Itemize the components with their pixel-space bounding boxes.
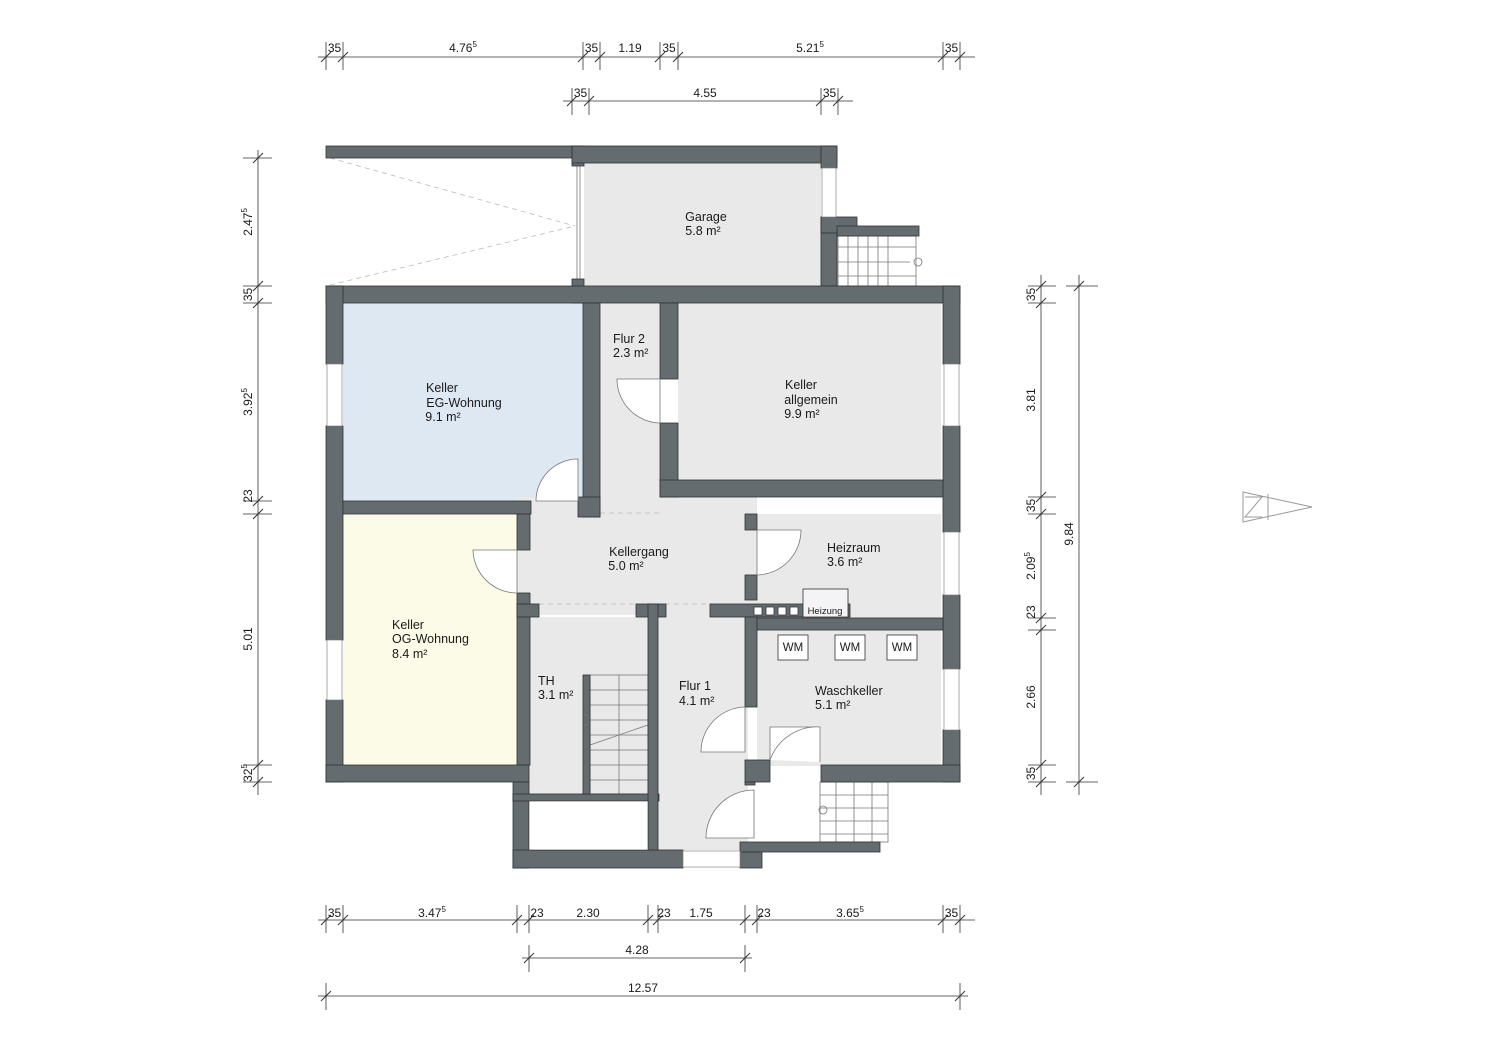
room-garage-name: Garage xyxy=(685,210,727,224)
dimension-chain-right: 35 3.81 35 2.095 23 2.66 35 xyxy=(1023,275,1056,795)
dim-right-total: 9.84 xyxy=(1062,522,1076,546)
dim-bottom1-1: 3.475 xyxy=(418,905,446,920)
room-keller-eg-name: Keller xyxy=(426,381,458,395)
dim-left-4: 5.01 xyxy=(241,627,255,651)
dim-top1-2: 35 xyxy=(585,41,599,55)
dim-top1-5: 5.215 xyxy=(796,40,824,55)
dimension-chain-bottom-3: 12.57 xyxy=(318,981,968,1010)
opening-lines xyxy=(530,512,710,605)
floor-kellergang xyxy=(517,497,757,615)
doors xyxy=(472,378,821,839)
dim-bottom1-3: 2.30 xyxy=(576,906,600,920)
room-keller-allgemein-area: 9.9 m² xyxy=(784,407,819,421)
dim-left-0: 2.475 xyxy=(240,208,255,236)
room-keller-allgemein-name: Keller xyxy=(785,378,817,392)
dim-left-2: 3.925 xyxy=(240,388,255,416)
washing-machine-1 xyxy=(777,634,809,661)
room-waschkeller-area: 5.1 m² xyxy=(815,698,850,712)
dim-left-5: 325 xyxy=(240,764,255,782)
dim-top2-2: 35 xyxy=(823,86,837,100)
chimney-vents xyxy=(753,606,799,616)
room-flur2-area: 2.3 m² xyxy=(613,346,648,360)
dim-bottom2: 4.28 xyxy=(625,943,649,957)
floor-garage xyxy=(584,163,821,286)
dimension-chain-right-total: 9.84 xyxy=(1062,275,1098,795)
dimension-chain-top-2: 35 4.55 35 xyxy=(563,86,853,115)
dimension-chain-bottom-2: 4.28 xyxy=(522,943,752,972)
dim-right-3: 2.095 xyxy=(1023,552,1038,580)
dim-bottom1-4: 23 xyxy=(657,906,671,920)
washing-machine-3 xyxy=(886,634,918,661)
dim-top1-0: 35 xyxy=(328,41,342,55)
room-keller-eg-area: 9.1 m² xyxy=(425,410,460,424)
room-keller-og-name2: OG-Wohnung xyxy=(392,632,469,646)
dim-bottom1-2: 23 xyxy=(530,906,544,920)
wm-label-2: WM xyxy=(840,642,860,654)
dim-right-6: 35 xyxy=(1024,767,1038,781)
dim-bottom1-6: 23 xyxy=(757,906,771,920)
room-garage-area: 5.8 m² xyxy=(685,224,720,238)
dim-right-4: 23 xyxy=(1024,605,1038,619)
room-waschkeller-name: Waschkeller xyxy=(815,684,883,698)
dim-left-3: 23 xyxy=(241,489,255,503)
dim-bottom1-8: 35 xyxy=(945,906,959,920)
room-flur1-area: 4.1 m² xyxy=(679,694,714,708)
room-heizraum-area: 3.6 m² xyxy=(827,555,862,569)
room-flur2-name: Flur 2 xyxy=(613,332,645,346)
dim-top2-0: 35 xyxy=(574,86,588,100)
room-kellergang-area: 5.0 m² xyxy=(608,559,643,573)
room-keller-eg-name2: EG-Wohnung xyxy=(426,396,502,410)
dimension-chain-bottom-1: 35 3.475 23 2.30 23 1.75 23 3.655 35 xyxy=(318,905,975,933)
dim-right-1: 3.81 xyxy=(1024,388,1038,412)
dim-right-2: 35 xyxy=(1024,499,1038,513)
floor-keller-allgemein xyxy=(678,303,941,497)
dimension-chain-top-1: 35 4.765 35 1.19 35 5.215 35 xyxy=(318,40,975,70)
room-flur1-name: Flur 1 xyxy=(679,679,711,693)
dim-top2-1: 4.55 xyxy=(693,86,717,100)
wm-label-3: WM xyxy=(892,642,912,654)
floor-keller-eg xyxy=(343,303,583,501)
room-keller-allgemein-name2: allgemein xyxy=(784,393,838,407)
dim-bottom1-7: 3.655 xyxy=(836,905,864,920)
dim-bottom3: 12.57 xyxy=(628,981,658,995)
room-th-name: TH xyxy=(538,674,555,688)
dim-right-5: 2.66 xyxy=(1024,685,1038,709)
room-kellergang-name: Kellergang xyxy=(609,545,669,559)
dim-top1-4: 35 xyxy=(662,41,676,55)
dim-right-0: 35 xyxy=(1024,288,1038,302)
walls xyxy=(325,145,961,869)
windows xyxy=(326,167,960,868)
fixtures: Heizung WM WM WM xyxy=(777,588,918,661)
carport-outline xyxy=(329,157,581,286)
room-th-area: 3.1 m² xyxy=(538,688,573,702)
dim-top1-1: 4.765 xyxy=(449,40,477,55)
dimension-chain-left: 2.475 35 3.925 23 5.01 325 xyxy=(240,150,272,795)
room-labels: Garage 5.8 m² Flur 2 2.3 m² Keller allge… xyxy=(392,210,883,712)
room-keller-og-name: Keller xyxy=(392,618,424,632)
dim-top1-6: 35 xyxy=(945,41,959,55)
outdoor-stairs-top xyxy=(837,235,923,287)
outdoor-stairs-bottom xyxy=(818,781,889,843)
washing-machine-2 xyxy=(834,634,866,661)
room-heizraum-name: Heizraum xyxy=(827,541,881,555)
dim-top1-3: 1.19 xyxy=(618,41,642,55)
north-arrow-icon xyxy=(1242,491,1313,523)
room-keller-og-area: 8.4 m² xyxy=(392,647,427,661)
dim-left-1: 35 xyxy=(241,288,255,302)
wm-label-1: WM xyxy=(783,642,803,654)
heizung-unit xyxy=(802,588,849,618)
heizung-label: Heizung xyxy=(808,606,843,617)
dim-bottom1-0: 35 xyxy=(328,906,342,920)
dim-bottom1-5: 1.75 xyxy=(689,906,713,920)
